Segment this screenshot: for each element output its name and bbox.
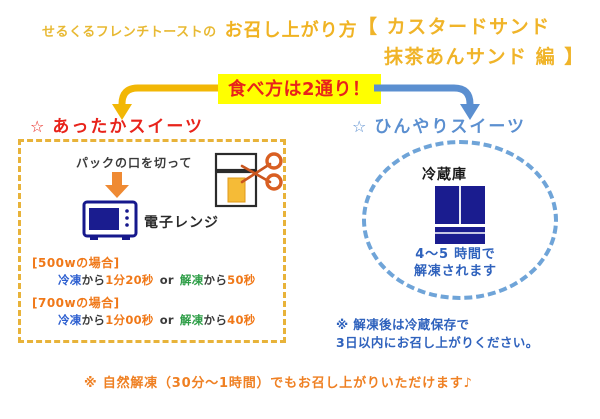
elbow-arrow-right-icon: [372, 80, 484, 126]
frozen-time-value: 1分20秒: [105, 273, 154, 287]
page-title: お召し上がり方: [224, 20, 358, 41]
or-label: or: [159, 273, 174, 287]
storage-note: ※ 解凍後は冷蔵保存で 3日以内にお召し上がりください。: [336, 316, 539, 352]
down-arrow-icon: [102, 170, 132, 204]
thaw-time-line-1: 4〜5 時間で: [415, 247, 496, 262]
from-label: から: [203, 273, 228, 287]
brand-name: せるくるフレンチトーストの: [42, 25, 217, 40]
frozen-label: 冷凍: [58, 273, 82, 287]
highlight-banner: 食べ方は2通り！: [218, 74, 381, 104]
star-icon: ☆: [30, 117, 47, 136]
or-label: or: [159, 313, 174, 327]
section-heading-cool-label: ひんやりスイーツ: [374, 117, 527, 137]
fridge-label: 冷蔵庫: [422, 167, 467, 183]
cool-instructions-circle: [362, 140, 558, 300]
from-label: から: [203, 313, 228, 327]
pack-open-instruction: パックの口を切って: [76, 156, 193, 170]
thawed-time-value: 40秒: [227, 313, 256, 327]
product-variant-line-2: 抹茶あんサンド 編 】: [384, 46, 585, 68]
thawed-label: 解凍: [179, 273, 204, 287]
warm-instructions-panel: [18, 139, 286, 343]
power-level-500-heading: [500wの場合]: [32, 256, 120, 270]
power-level-700-heading: [700wの場合]: [32, 296, 120, 310]
storage-note-line-1: ※ 解凍後は冷蔵保存で: [336, 317, 470, 332]
from-label: から: [81, 313, 106, 327]
refrigerator-icon: [433, 185, 487, 249]
section-heading-cool: ☆ ひんやりスイーツ: [352, 112, 526, 137]
frozen-time-value: 1分00秒: [105, 313, 154, 327]
from-label: から: [81, 273, 106, 287]
section-heading-warm-label: あったかスイーツ: [52, 117, 205, 137]
product-variant-line-1: 【 カスタードサンド: [358, 16, 551, 38]
thaw-time-line-2: 解凍されます: [414, 264, 497, 279]
pack-with-scissors-icon: [212, 152, 286, 214]
header-title-line: せるくるフレンチトーストのお召し上がり方: [42, 16, 358, 42]
section-heading-warm: ☆ あったかスイーツ: [30, 112, 204, 137]
microwave-icon: [82, 200, 138, 246]
thawed-label: 解凍: [179, 313, 204, 327]
frozen-label: 冷凍: [58, 313, 82, 327]
microwave-label: 電子レンジ: [144, 215, 219, 231]
footer-note: ※ 自然解凍（30分〜1時間）でもお召し上がりいただけます♪: [84, 376, 473, 391]
banner-text: 食べ方は2通り！: [228, 79, 371, 100]
thaw-time-note: 4〜5 時間で 解凍されます: [414, 246, 497, 280]
elbow-arrow-left-icon: [108, 80, 220, 126]
star-icon: ☆: [352, 117, 369, 136]
thawed-time-value: 50秒: [227, 273, 256, 287]
storage-note-line-2: 3日以内にお召し上がりください。: [336, 335, 539, 350]
